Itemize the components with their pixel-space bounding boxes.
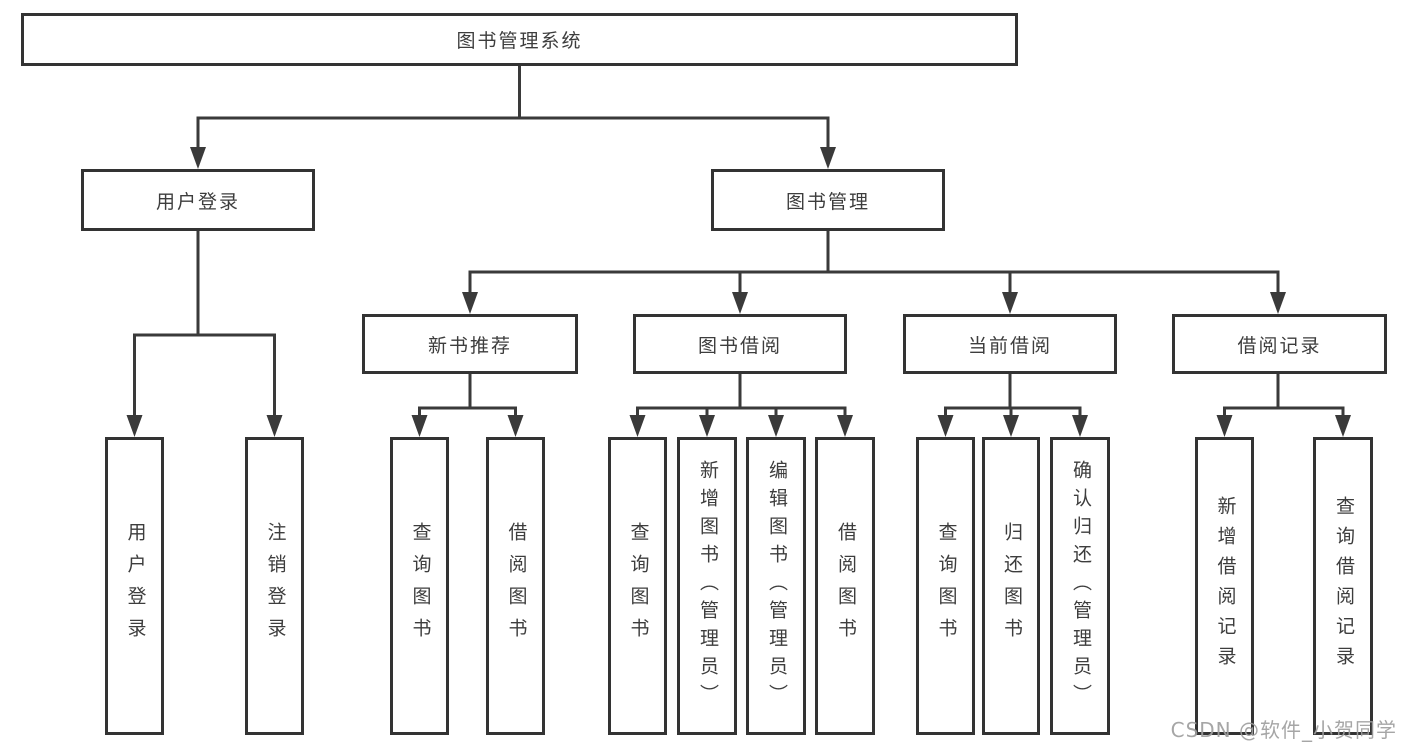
- node-label: 图书管理: [785, 190, 870, 213]
- leaf-logout: 注销登录: [245, 437, 304, 735]
- arrowheads: [126, 147, 1351, 437]
- leaf-query-books-borrowing: 查询图书: [608, 437, 667, 735]
- connector-book-borrowing-branch: [636, 374, 847, 416]
- connector-new-book-branch: [418, 374, 517, 416]
- leaf-query-books-current: 查询图书: [916, 437, 975, 735]
- leaf-query-borrow-record: 查询借阅记录: [1313, 437, 1373, 735]
- node-user-login-group: 用户登录: [81, 169, 315, 231]
- leaf-edit-books-admin: 编辑图书（管理员）: [746, 437, 806, 735]
- leaf-borrow-books-borrowing: 借阅图书: [815, 437, 875, 735]
- leaf-label: 查询图书: [627, 522, 650, 650]
- connector-root-branch: [196, 66, 830, 148]
- node-label: 借阅记录: [1237, 334, 1322, 357]
- leaf-label: 归还图书: [1000, 522, 1023, 650]
- leaf-confirm-return-admin: 确认归还（管理员）: [1050, 437, 1110, 735]
- connector-borrow-records-branch: [1223, 374, 1345, 416]
- node-label: 新书推荐: [427, 334, 512, 357]
- connector-user-login-branch: [133, 231, 276, 416]
- leaf-label: 新增借阅记录: [1214, 496, 1237, 676]
- leaf-label: 借阅图书: [505, 522, 528, 650]
- leaf-label: 查询图书: [409, 522, 432, 650]
- leaf-add-books-admin: 新增图书（管理员）: [677, 437, 737, 735]
- leaf-label: 用户登录: [124, 522, 147, 650]
- node-label: 图书管理系统: [456, 30, 583, 52]
- leaf-label: 编辑图书（管理员）: [765, 460, 788, 712]
- node-label: 图书借阅: [697, 334, 782, 357]
- leaf-add-borrow-record: 新增借阅记录: [1195, 437, 1254, 735]
- node-book-management: 图书管理: [711, 169, 945, 231]
- leaf-user-login: 用户登录: [105, 437, 164, 735]
- leaf-borrow-books-recommend: 借阅图书: [486, 437, 545, 735]
- node-label: 当前借阅: [967, 334, 1052, 357]
- leaf-label: 新增图书（管理员）: [696, 460, 719, 712]
- leaf-return-books: 归还图书: [982, 437, 1040, 735]
- node-borrow-records: 借阅记录: [1172, 314, 1387, 374]
- node-label: 用户登录: [155, 190, 240, 213]
- connector-current-borrowing-branch: [944, 374, 1082, 416]
- leaf-query-books-recommend: 查询图书: [390, 437, 449, 735]
- node-book-borrowing: 图书借阅: [633, 314, 847, 374]
- node-current-borrowing: 当前借阅: [903, 314, 1117, 374]
- leaf-label: 确认归还（管理员）: [1069, 460, 1092, 712]
- node-book-management-system: 图书管理系统: [21, 13, 1018, 66]
- leaf-label: 查询借阅记录: [1332, 496, 1355, 676]
- connector-book-management-branch: [468, 231, 1280, 293]
- csdn-watermark: CSDN @软件_小贺同学: [1170, 718, 1397, 742]
- node-new-book-recommend: 新书推荐: [362, 314, 578, 374]
- leaf-label: 查询图书: [935, 522, 958, 650]
- leaf-label: 借阅图书: [834, 522, 857, 650]
- leaf-label: 注销登录: [264, 522, 287, 650]
